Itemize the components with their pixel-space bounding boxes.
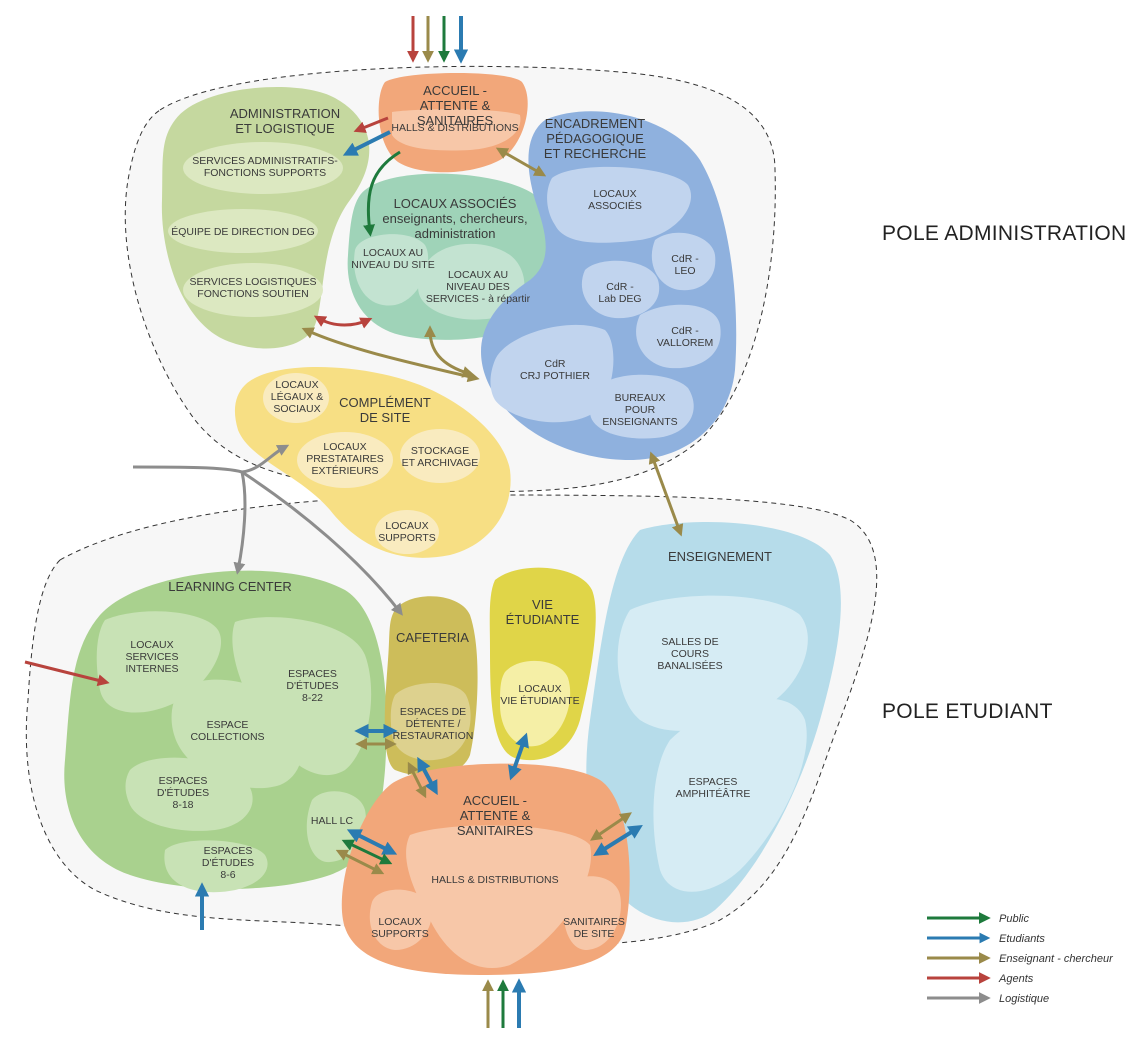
lc-item-collections: ESPACE COLLECTIONS bbox=[190, 719, 265, 744]
vie-sub: LOCAUX VIE ÉTUDIANTE bbox=[500, 683, 580, 708]
ens-amphi bbox=[653, 698, 807, 892]
vie-locaux bbox=[500, 660, 571, 747]
enc-item-labdeg: CdR - Lab DEG bbox=[598, 281, 642, 306]
encadrement-title: ENCADREMENT PÉDAGOGIQUE ET RECHERCHE bbox=[543, 116, 647, 161]
accueil-bottom-title: ACCUEIL - ATTENTE & SANITAIRES bbox=[456, 793, 534, 838]
admin-item-3: SERVICES LOGISTIQUES FONCTIONS SOUTIEN bbox=[189, 276, 317, 301]
locaux-associes-title: LOCAUX ASSOCIÉS bbox=[393, 196, 517, 211]
admin-sub-1 bbox=[183, 142, 343, 194]
learning-title: LEARNING CENTER bbox=[168, 579, 292, 594]
locaux-site-label: LOCAUX AU NIVEAU DU SITE bbox=[351, 247, 435, 272]
comp-item-stockage: STOCKAGE ET ARCHIVAGE bbox=[401, 445, 479, 470]
enc-crj bbox=[490, 324, 614, 423]
entry-agents-lc bbox=[24, 660, 110, 687]
enc-leo bbox=[651, 232, 716, 291]
locaux-associes-subtitle: enseignants, chercheurs, administration bbox=[382, 211, 528, 241]
flow-agents-admin bbox=[353, 116, 389, 133]
admin-item-2: ÉQUIPE DE DIRECTION DEG bbox=[171, 226, 315, 238]
flow-logistique-lc bbox=[233, 471, 247, 575]
vie-title: VIE ÉTUDIANTE bbox=[505, 597, 580, 627]
accueil-top-sub: HALLS & DISTRIBUTIONS bbox=[391, 122, 519, 134]
comp-item-legaux: LOCAUX LÉGAUX & SOCIAUX bbox=[270, 379, 324, 416]
flow-et-vie-accueil bbox=[508, 732, 529, 781]
lc-item-86: ESPACES D'ÉTUDES 8-6 bbox=[201, 845, 255, 882]
accueil-bottom-halls bbox=[406, 825, 592, 968]
lc-item-services: LOCAUX SERVICES INTERNES bbox=[125, 639, 179, 676]
comp-stockage bbox=[400, 429, 480, 483]
locaux-services bbox=[418, 243, 525, 320]
legend-item-etudiants: Etudiants bbox=[925, 930, 1144, 950]
accueil-bottom-supports-label: LOCAUX SUPPORTS bbox=[371, 916, 429, 941]
comp-item-prestataires: LOCAUX PRESTATAIRES EXTÉRIEURS bbox=[306, 441, 384, 478]
enc-item-crj: CdR CRJ POTHIER bbox=[519, 358, 590, 383]
flow-ens-cafet-accueil bbox=[407, 761, 427, 799]
flow-et-accueil-ens bbox=[593, 824, 643, 857]
accueil-bottom-supports bbox=[369, 889, 432, 950]
lc-item-822: ESPACES D'ÉTUDES 8-22 bbox=[286, 668, 339, 705]
admin-title: ADMINISTRATION ET LOGISTIQUE bbox=[229, 106, 341, 136]
pole-etudiant-label: POLE ETUDIANT bbox=[882, 700, 1053, 723]
cafeteria-sub: ESPACES DE DÉTENTE / RESTAURATION bbox=[392, 706, 474, 743]
flow-ens-locaux-enc bbox=[424, 325, 475, 378]
legend-label: Enseignant - chercheur bbox=[999, 953, 1113, 965]
legend-item-logistique: Logistique bbox=[925, 990, 1144, 1010]
cafeteria-espaces bbox=[390, 682, 471, 761]
lc-etudes-822 bbox=[232, 617, 372, 776]
legend-item-enseignant: Enseignant - chercheur bbox=[925, 950, 1144, 970]
lc-etudes-818 bbox=[125, 757, 253, 831]
admin-sub-2 bbox=[168, 209, 318, 253]
locaux-site bbox=[354, 234, 429, 306]
admin-item-1: SERVICES ADMINISTRATIFS- FONCTIONS SUPPO… bbox=[192, 155, 338, 180]
lc-item-818: ESPACES D'ÉTUDES 8-18 bbox=[156, 775, 210, 812]
flow-agents-admin-locaux bbox=[313, 315, 373, 329]
cafeteria-title: CAFETERIA bbox=[396, 630, 469, 645]
comp-supports bbox=[375, 510, 439, 554]
enseignement-title: ENSEIGNEMENT bbox=[667, 549, 772, 564]
enc-item-leo: CdR - LEO bbox=[671, 253, 699, 278]
legend-label: Public bbox=[999, 913, 1029, 925]
enc-bureaux bbox=[590, 374, 694, 439]
enc-item-locaux: LOCAUX ASSOCIÉS bbox=[588, 188, 642, 213]
complement-title: COMPLÉMENT DE SITE bbox=[339, 395, 431, 425]
lc-item-hall: HALL LC bbox=[310, 815, 354, 827]
pole-administration-label: POLE ADMINISTRATION bbox=[882, 222, 1127, 245]
comp-legaux bbox=[263, 373, 329, 423]
flow-ens-hall-accueil bbox=[335, 849, 385, 875]
locaux-services-label: LOCAUX AU NIVEAU DES SERVICES - à répart… bbox=[425, 269, 531, 306]
comp-prestataires bbox=[297, 432, 393, 488]
comp-item-supports: LOCAUX SUPPORTS bbox=[378, 520, 436, 545]
flow-logistique-cafet bbox=[241, 470, 403, 616]
ens-item-salles: SALLES DE COURS BANALISÉES bbox=[657, 636, 723, 673]
enc-locaux bbox=[547, 166, 692, 243]
accueil-bottom-halls-label: HALLS & DISTRIBUTIONS bbox=[431, 874, 559, 886]
admin-sub-3 bbox=[183, 263, 323, 317]
ens-item-amphi: ESPACES AMPHITÉÂTRE bbox=[675, 776, 751, 801]
lc-etudes-86 bbox=[164, 840, 268, 893]
flow-ens-enc-enseignement bbox=[648, 451, 684, 537]
accueil-bottom-sanitaires bbox=[563, 876, 621, 950]
accueil-bottom-sanitaires-label: SANITAIRES DE SITE bbox=[563, 916, 625, 941]
legend-item-agents: Agents bbox=[925, 970, 1144, 990]
flow-ens-encadrement bbox=[495, 147, 547, 177]
enc-item-bureaux: BUREAUX POUR ENSEIGNANTS bbox=[602, 392, 678, 429]
enc-labdeg bbox=[581, 260, 660, 319]
flow-logistique-main bbox=[132, 444, 290, 474]
flow-etudiants-admin bbox=[342, 130, 391, 156]
accueil-top-title: ACCUEIL - ATTENTE & SANITAIRES bbox=[416, 83, 494, 128]
flow-public-locaux bbox=[363, 150, 401, 237]
enc-item-vallorem: CdR - VALLOREM bbox=[656, 325, 714, 350]
enc-vallorem bbox=[636, 304, 721, 369]
legend-item-public: Public bbox=[925, 910, 1144, 930]
accueil-top-halls bbox=[392, 109, 521, 151]
ens-salles bbox=[617, 595, 808, 731]
legend-label: Agents bbox=[999, 973, 1034, 985]
legend-label: Etudiants bbox=[999, 933, 1045, 945]
legend-label: Logistique bbox=[999, 993, 1050, 1005]
